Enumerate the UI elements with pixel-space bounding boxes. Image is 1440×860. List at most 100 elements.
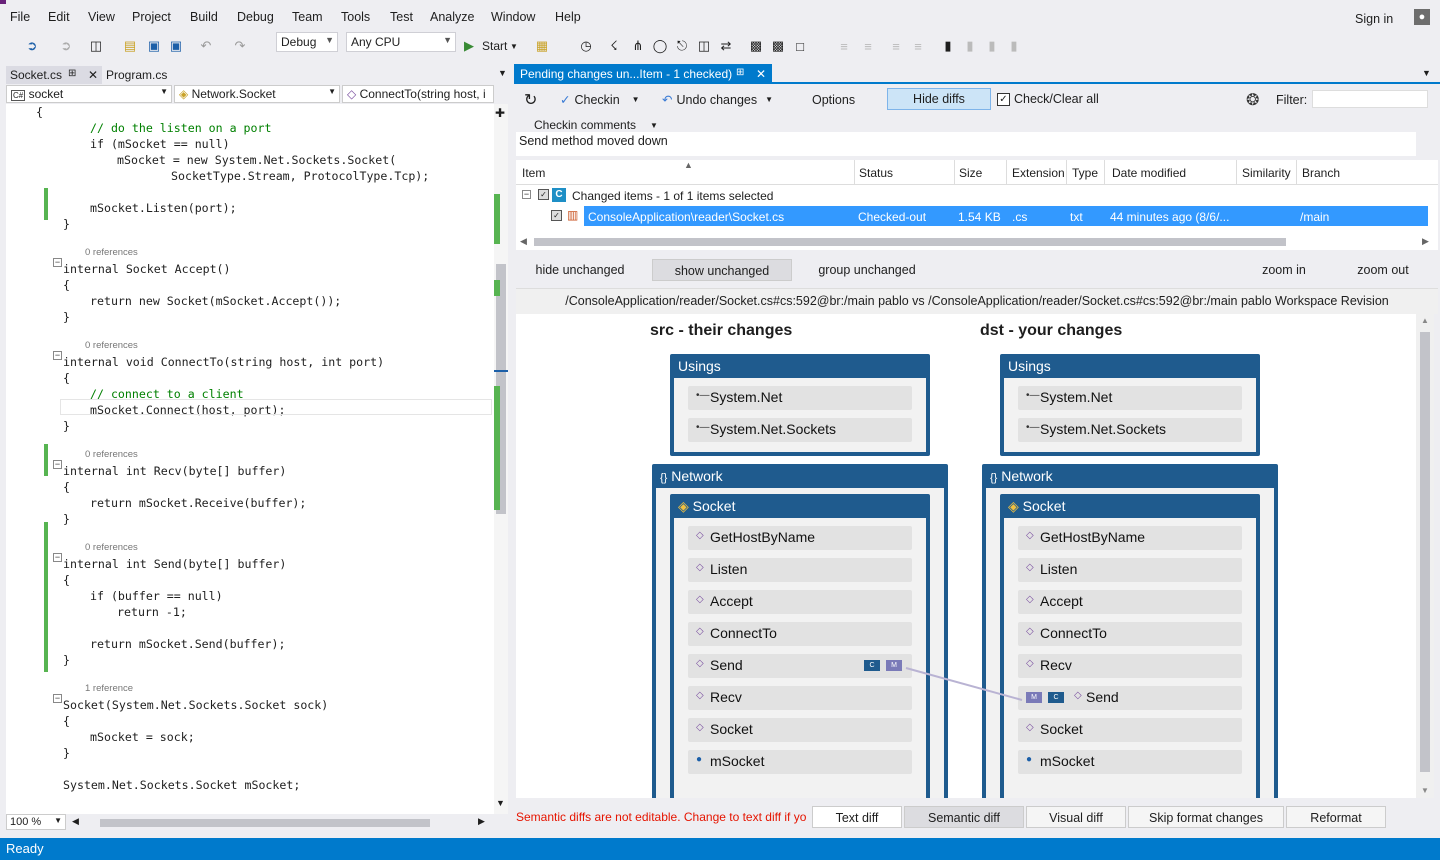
play-icon[interactable]: ▶	[464, 38, 474, 53]
timer-icon[interactable]: ◷	[580, 38, 592, 53]
preferences-icon[interactable]: ❂	[1246, 92, 1260, 109]
scroll-down-icon[interactable]: ▼	[1421, 786, 1429, 795]
menu-build[interactable]: Build	[190, 10, 218, 24]
forward-icon[interactable]: ➲	[60, 38, 72, 53]
branch-icon[interactable]: ⋔	[632, 38, 644, 53]
column-header-status[interactable]: Status	[859, 166, 894, 180]
history-icon[interactable]: ⎋	[676, 38, 688, 53]
semantic-diff-canvas[interactable]: src - their changes dst - your changes U…	[516, 314, 1416, 798]
using-item[interactable]: •—System.Net.Sockets	[1018, 418, 1242, 442]
editor-scrollbar[interactable]: ✚ ▼	[494, 104, 508, 822]
column-header-size[interactable]: Size	[959, 166, 983, 180]
member-item[interactable]: ◇Listen	[1018, 558, 1242, 582]
filter-input[interactable]	[1312, 90, 1428, 108]
reference-count[interactable]: 0 references	[85, 449, 138, 460]
row-checkbox[interactable]: ✓	[551, 210, 562, 221]
column-header-extension[interactable]: Extension	[1012, 166, 1065, 180]
close-icon[interactable]: ✕	[756, 67, 767, 81]
group-unchanged-button[interactable]: group unchanged	[818, 263, 916, 277]
member-item[interactable]: ◇Socket	[1018, 718, 1242, 742]
reference-count[interactable]: 0 references	[85, 247, 138, 258]
pin-icon[interactable]: ⊞	[68, 68, 77, 79]
member-item[interactable]: ◇ConnectTo	[688, 622, 912, 646]
scroll-thumb[interactable]	[496, 264, 506, 514]
member-item[interactable]: ◇Listen	[688, 558, 912, 582]
hscroll-left-icon[interactable]: ◀	[520, 236, 527, 246]
paste-icon[interactable]: ▩	[771, 38, 785, 53]
split-icon[interactable]: ✚	[495, 106, 506, 120]
start-button[interactable]: Start	[482, 39, 508, 53]
hscroll-thumb[interactable]	[100, 819, 430, 827]
hide-diffs-button[interactable]: Hide diffs	[887, 88, 991, 110]
scroll-up-icon[interactable]: ▲	[1421, 316, 1429, 325]
reference-count[interactable]: 0 references	[85, 340, 138, 351]
member-item[interactable]: ◇Accept	[1018, 590, 1242, 614]
menu-project[interactable]: Project	[132, 10, 171, 24]
fold-toggle[interactable]: −	[53, 459, 62, 469]
menu-file[interactable]: File	[10, 10, 31, 24]
canvas-scrollbar[interactable]: ▲ ▼	[1416, 314, 1434, 798]
select-icon[interactable]: □	[796, 38, 804, 54]
merge-icon[interactable]: ◫	[697, 38, 711, 53]
column-header-item[interactable]: Item	[522, 166, 546, 180]
zoom-in-button[interactable]: zoom in	[1262, 263, 1306, 277]
scroll-down-icon[interactable]: ▼	[496, 798, 505, 808]
checkin-comment-input[interactable]: Send method moved down	[516, 132, 1416, 156]
menu-view[interactable]: View	[88, 10, 115, 24]
label-icon[interactable]: ◯	[652, 38, 668, 53]
configuration-select[interactable]: Debug▼	[276, 32, 338, 52]
member-item[interactable]: ●mSocket	[688, 750, 912, 774]
save-all-icon[interactable]: ▣	[169, 38, 183, 53]
uncomment-icon[interactable]: ≡	[914, 38, 922, 54]
back-icon[interactable]: ➲	[26, 38, 38, 53]
tool-icon-1[interactable]: ▦	[535, 38, 549, 53]
hscroll-right-icon[interactable]: ▶	[1422, 236, 1429, 246]
reference-count[interactable]: 0 references	[85, 542, 138, 553]
project-nav-select[interactable]: C# socket▼	[6, 85, 172, 103]
indent-icon[interactable]: ≡	[840, 38, 848, 54]
menu-analyze[interactable]: Analyze	[430, 10, 475, 24]
group-row[interactable]: − ✓ C Changed items - 1 of 1 items selec…	[522, 188, 1422, 206]
zoom-out-button[interactable]: zoom out	[1357, 263, 1409, 277]
menu-debug[interactable]: Debug	[237, 10, 274, 24]
fold-toggle[interactable]: −	[53, 693, 62, 703]
column-header-date-modified[interactable]: Date modified	[1112, 166, 1187, 180]
column-header-similarity[interactable]: Similarity	[1242, 166, 1291, 180]
start-dropdown-icon[interactable]: ▼	[510, 41, 518, 51]
platform-select[interactable]: Any CPU▼	[346, 32, 456, 52]
group-checkbox[interactable]: ✓	[538, 189, 549, 200]
menu-help[interactable]: Help	[555, 10, 581, 24]
outdent-icon[interactable]: ≡	[864, 38, 872, 54]
save-icon[interactable]: ▣	[147, 38, 161, 53]
hide-unchanged-button[interactable]: hide unchanged	[535, 263, 625, 277]
hscroll-right-icon[interactable]: ▶	[478, 816, 485, 826]
tab-socket-cs[interactable]: Socket.cs ⊞ ✕	[6, 66, 102, 84]
options-button[interactable]: Options	[812, 93, 855, 107]
zoom-select[interactable]: 100 %▼	[6, 814, 66, 830]
using-item[interactable]: •—System.Net	[1018, 386, 1242, 410]
copy-icon[interactable]: ▩	[749, 38, 763, 53]
show-unchanged-button[interactable]: show unchanged	[652, 259, 792, 281]
visual-diff-button[interactable]: Visual diff	[1026, 806, 1126, 828]
check-clear-all-checkbox[interactable]: ✓Check/Clear all	[997, 92, 1099, 106]
hierarchy-icon[interactable]: ☇	[610, 38, 618, 53]
undo-changes-button[interactable]: ↶Undo changes▼	[662, 92, 773, 108]
member-item[interactable]: ◇Recv	[688, 686, 912, 710]
bookmark-clear-icon[interactable]: ▮	[1010, 38, 1018, 53]
open-folder-icon[interactable]: ▤	[123, 38, 137, 53]
skip-format-changes-button[interactable]: Skip format changes	[1128, 806, 1284, 828]
close-icon[interactable]: ✕	[88, 68, 99, 82]
table-row[interactable]: ConsoleApplication\reader\Socket.cs Chec…	[584, 206, 1428, 226]
grid-hscroll-thumb[interactable]	[534, 238, 1286, 246]
using-item[interactable]: •—System.Net.Sockets	[688, 418, 912, 442]
member-item[interactable]: ◇Accept	[688, 590, 912, 614]
text-diff-button[interactable]: Text diff	[812, 806, 902, 828]
switch-icon[interactable]: ⇄	[720, 38, 732, 53]
member-item[interactable]: ◇Recv	[1018, 654, 1242, 678]
column-header-type[interactable]: Type	[1072, 166, 1099, 180]
checkin-button[interactable]: ✓Checkin▼	[560, 92, 640, 108]
semantic-diff-button[interactable]: Semantic diff	[904, 806, 1024, 828]
